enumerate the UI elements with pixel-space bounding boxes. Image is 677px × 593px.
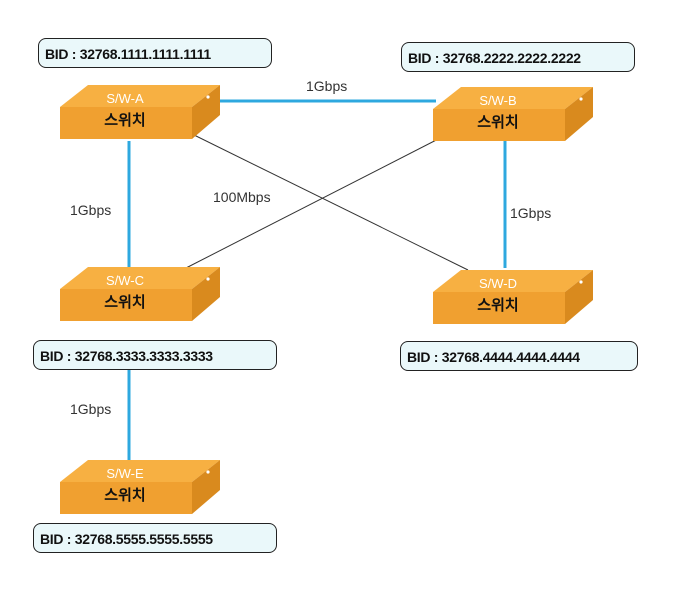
link-a-d-label: 100Mbps [213,189,271,205]
switch-a[interactable]: S/W-A 스위치 [60,85,220,145]
network-switch-icon [60,85,220,139]
bid-label-b: BID : 32768.2222.2222.2222 [401,42,635,72]
network-switch-icon [60,267,220,321]
switch-type-label: 스위치 [104,111,146,129]
switch-c[interactable]: S/W-C 스위치 [60,267,220,327]
link-a-b-label: 1Gbps [306,78,348,94]
link-c-e-label: 1Gbps [70,401,112,417]
link-a-d [189,132,469,271]
switch-d[interactable]: S/W-D 스위치 [433,270,593,330]
switch-name: S/W-D [478,276,518,291]
switch-type-label: 스위치 [104,293,146,311]
network-switch-icon [433,270,593,324]
switch-name: S/W-E [106,466,144,481]
link-b-d-label: 1Gbps [510,205,552,221]
switch-type-label: 스위치 [477,296,519,314]
switch-name: S/W-A [106,91,144,106]
switch-name: S/W-C [105,273,145,288]
switch-e[interactable]: S/W-E 스위치 [60,460,220,520]
link-b-c [185,133,449,269]
switch-type-label: 스위치 [477,113,519,131]
bid-label-a: BID : 32768.1111.1111.1111 [38,38,272,68]
network-switch-icon [60,460,220,514]
bid-label-e: BID : 32768.5555.5555.5555 [33,523,277,553]
network-switch-icon [433,87,593,141]
switch-name: S/W-B [479,93,517,108]
link-a-c-label: 1Gbps [70,202,112,218]
bid-label-d: BID : 32768.4444.4444.4444 [400,341,638,371]
switch-b[interactable]: S/W-B 스위치 [433,87,593,147]
bid-label-c: BID : 32768.3333.3333.3333 [33,340,277,370]
switch-type-label: 스위치 [104,486,146,504]
